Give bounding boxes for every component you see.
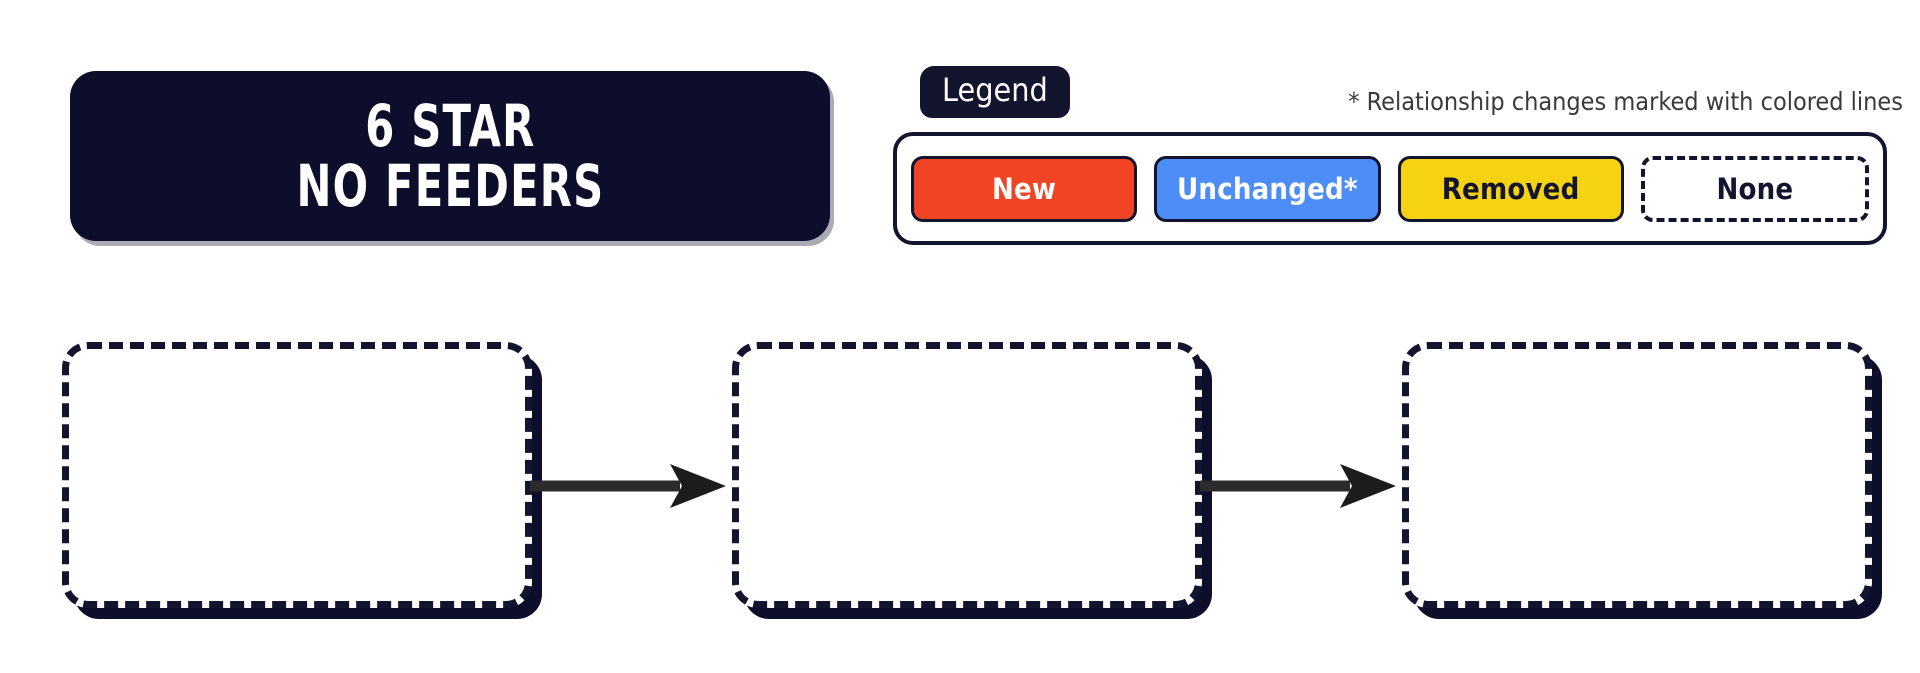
- legend-chip-none[interactable]: None: [1640, 155, 1869, 222]
- flow-node-3[interactable]: [1402, 342, 1872, 608]
- title-line-1: 6 STAR: [364, 91, 536, 160]
- title-banner: 6 STAR NO FEEDERS: [70, 71, 830, 241]
- legend-tab-label: Legend: [920, 66, 1070, 118]
- flow-node-2[interactable]: [732, 342, 1202, 608]
- flow-node-1[interactable]: [62, 342, 532, 608]
- legend-chip-removed[interactable]: Removed: [1397, 155, 1624, 222]
- legend-chip-new[interactable]: New: [911, 155, 1138, 222]
- flow-arrow-2-to-3: [1200, 464, 1396, 508]
- legend-chip-unchanged[interactable]: Unchanged*: [1154, 155, 1381, 222]
- title-line-2: NO FEEDERS: [296, 152, 604, 220]
- flow-arrow-1-to-2: [530, 464, 726, 508]
- legend-box: New Unchanged* Removed None: [893, 132, 1887, 245]
- legend-note: * Relationship changes marked with color…: [1348, 87, 1903, 116]
